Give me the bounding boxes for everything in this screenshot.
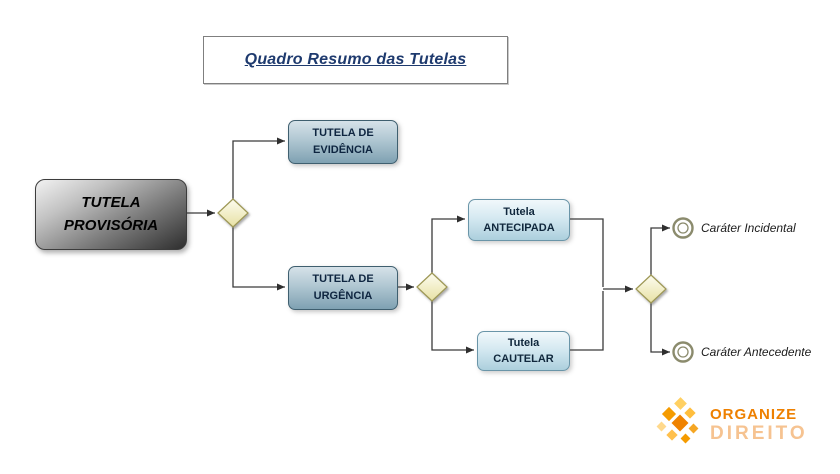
- node-tutela-de-evidencia-line1: TUTELA DE: [312, 126, 374, 139]
- edge-gateway3-incidental: [650, 224, 670, 276]
- node-tutela-de-evidencia-line2: EVIDÊNCIA: [313, 144, 373, 156]
- node-tutela-de-urgencia-line2: URGÊNCIA: [313, 290, 373, 302]
- end-event-incidental-inner-circle: [677, 222, 689, 234]
- node-tutela-antecipada-line1: Tutela: [503, 205, 535, 218]
- node-tutela-de-evidencia: TUTELA DE EVIDÊNCIA: [288, 120, 398, 164]
- connectors: [186, 137, 670, 356]
- node-tutela-de-urgencia-line1: TUTELA DE: [312, 272, 374, 285]
- gateways: [217, 198, 667, 304]
- organize-direito-logo: ORGANIZE DIREITO: [656, 397, 808, 449]
- logo-organize-text: ORGANIZE: [710, 406, 798, 423]
- edge-antecipada-join: [568, 218, 604, 287]
- node-tutela-cautelar: Tutela CAUTELAR: [477, 331, 570, 371]
- edge-gateway3-antecedente: [650, 302, 670, 356]
- node-tutela-de-urgencia: TUTELA DE URGÊNCIA: [288, 266, 398, 310]
- logo-direito-text: DIREITO: [710, 422, 808, 444]
- edge-gateway1-urgencia: [232, 227, 285, 291]
- edge-cautelar-join: [568, 291, 604, 351]
- node-tutela-provisoria: TUTELA PROVISÓRIA: [35, 179, 187, 250]
- end-events: [672, 217, 694, 363]
- logo-text: ORGANIZE DIREITO: [710, 406, 808, 444]
- gateway-diamond-1: [217, 198, 249, 228]
- edge-gateway1-evidencia: [232, 137, 285, 199]
- node-tutela-cautelar-line1: Tutela: [507, 336, 540, 349]
- gateway-diamond-2: [416, 272, 448, 302]
- end-event-antecedente-inner-circle: [677, 346, 689, 358]
- diagram-title-box: Quadro Resumo das Tutelas: [203, 36, 508, 84]
- gateway-diamond-3: [635, 274, 667, 304]
- node-tutela-provisoria-line2: PROVISÓRIA: [63, 216, 159, 234]
- logo-mosaic-icon: [656, 397, 699, 444]
- edge-gateway2-antecipada: [431, 215, 465, 274]
- diagram-title: Quadro Resumo das Tutelas: [244, 51, 467, 68]
- edge-gateway2-cautelar: [431, 300, 474, 354]
- node-tutela-cautelar-line2: CAUTELAR: [493, 353, 554, 365]
- node-tutela-antecipada: Tutela ANTECIPADA: [468, 199, 570, 241]
- node-tutela-provisoria-line1: TUTELA: [81, 194, 141, 211]
- label-carater-incidental: Caráter Incidental: [701, 221, 796, 235]
- node-tutela-antecipada-line2: ANTECIPADA: [483, 222, 555, 234]
- label-carater-antecedente: Caráter Antecedente: [701, 345, 812, 359]
